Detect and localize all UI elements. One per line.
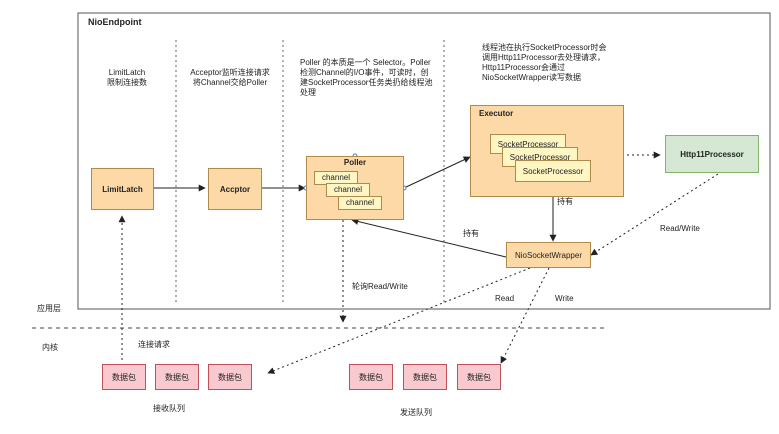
note-acceptor: Acceptor监听连接请求将Channel交给Poller <box>190 68 270 87</box>
channel-2: channel <box>326 183 370 197</box>
label-read-write: Read/Write <box>660 224 700 233</box>
recv-packet-3: 数据包 <box>208 364 252 390</box>
poller-title: Poller <box>343 158 367 167</box>
acceptor-node: Accptor <box>208 168 262 210</box>
label-read: Read <box>495 294 515 303</box>
label-holds-poller: 持有 <box>463 229 479 238</box>
send-packet-3: 数据包 <box>457 364 501 390</box>
socket-processor-3: SocketProcessor <box>515 160 591 182</box>
label-connection-request: 连接请求 <box>138 340 170 349</box>
nio-socket-wrapper-node: NioSocketWrapper <box>506 242 591 268</box>
endpoint-title: NioEndpoint <box>88 17 142 27</box>
limitlatch-node: LimitLatch <box>91 168 154 210</box>
recv-queue-label: 接收队列 <box>153 404 185 413</box>
channel-3: channel <box>338 196 382 210</box>
send-packet-2: 数据包 <box>403 364 447 390</box>
label-holds-executor: 持有 <box>557 197 573 206</box>
send-packet-1: 数据包 <box>349 364 393 390</box>
app-layer-label: 应用层 <box>37 304 61 313</box>
http11-processor-node: Http11Processor <box>665 135 759 173</box>
recv-packet-2: 数据包 <box>155 364 199 390</box>
recv-packet-1: 数据包 <box>102 364 146 390</box>
note-threadpool: 线程池在执行SocketProcessor时会调用Http11Processor… <box>482 43 607 82</box>
label-write: Write <box>555 294 574 303</box>
send-queue-label: 发送队列 <box>400 408 432 417</box>
endpoint-container-frame <box>77 12 771 310</box>
executor-title: Executor <box>479 109 514 118</box>
label-poll-read-write: 轮询Read/Write <box>352 282 408 291</box>
kernel-layer-label: 内核 <box>42 343 58 352</box>
